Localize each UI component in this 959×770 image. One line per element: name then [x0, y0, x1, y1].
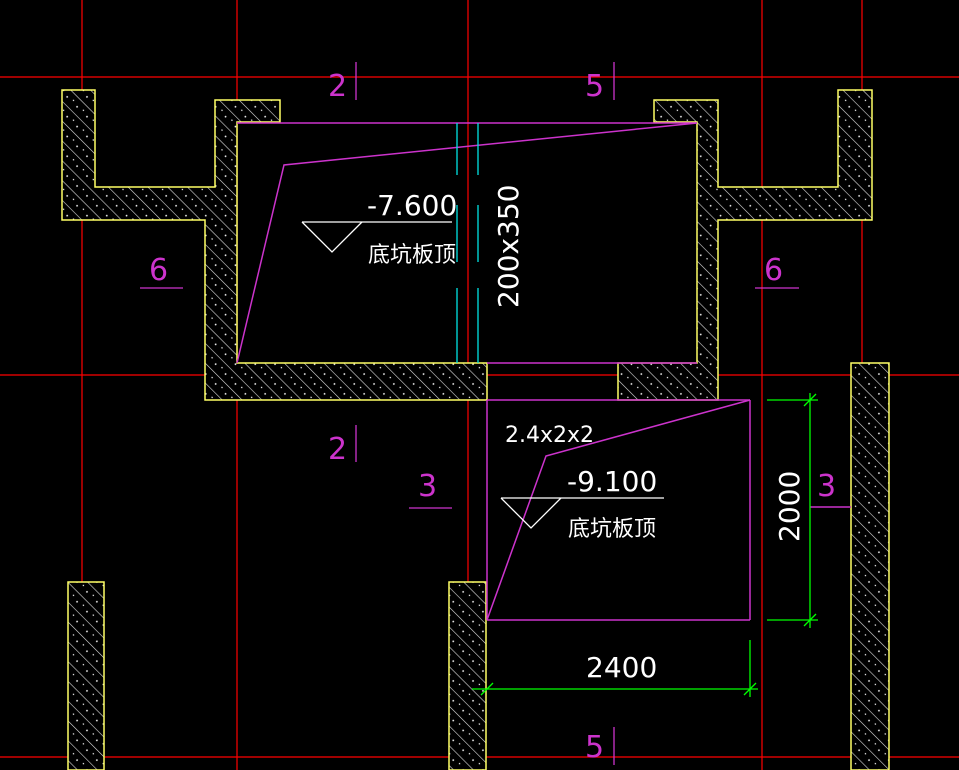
- axis-label-mid-2: 2: [328, 432, 347, 467]
- wall-upper-right: [617, 89, 873, 401]
- pit-lower-dim-height: 2000: [773, 471, 806, 542]
- pit-lower-elevation: -9.100: [567, 465, 657, 498]
- pit-upper-label: 底坑板顶: [368, 243, 456, 268]
- dimension-lines: [472, 393, 818, 697]
- elevation-marker-upper: [301, 221, 452, 253]
- axis-label-marks: [140, 62, 799, 765]
- axis-label-right-3: 3: [817, 469, 836, 504]
- axis-label-right-6: 6: [764, 253, 783, 288]
- dim-tick-top: [803, 393, 817, 407]
- wall-column-right: [850, 362, 890, 770]
- elev-triangle-lower: [500, 497, 562, 529]
- pit-lower-dim-width: 2400: [586, 651, 657, 684]
- pit-upper-beam-size: 200x350: [492, 185, 525, 308]
- wall-column-left: [67, 581, 105, 770]
- dim-tick-right: [743, 682, 757, 696]
- wall-upper-left: [61, 89, 488, 401]
- axis-label-top-left: 2: [328, 69, 347, 104]
- pit-lower-texts: 2.4x2x2 -9.100 底坑板顶 2000 2400: [505, 423, 806, 684]
- pit-lower-outline: [486, 399, 851, 621]
- pit-upper-slope: [236, 122, 698, 364]
- pit-lower-label: 底坑板顶: [568, 517, 656, 542]
- axis-label-mid-3: 3: [418, 469, 437, 504]
- pit-lower-size: 2.4x2x2: [505, 423, 594, 448]
- beam-lines: [456, 123, 479, 363]
- concrete-walls: [61, 89, 890, 770]
- pit-lower-slope: [486, 399, 751, 621]
- axis-label-bottom-5: 5: [585, 730, 604, 765]
- pit-upper-outline: [236, 122, 698, 364]
- wall-column-mid: [448, 581, 487, 770]
- dim-tick-left: [480, 682, 494, 696]
- elev-triangle-upper: [301, 221, 363, 253]
- axis-label-top-right: 5: [585, 69, 604, 104]
- pit-upper-elevation: -7.600: [367, 189, 457, 222]
- axis-label-left-6: 6: [149, 253, 168, 288]
- elevation-marker-lower: [500, 497, 664, 529]
- dim-tick-bottom: [803, 613, 817, 627]
- pit-upper-texts: -7.600 底坑板顶 200x350: [367, 185, 525, 308]
- axis-labels: 2 5 6 6 2 3 3 5: [149, 69, 836, 765]
